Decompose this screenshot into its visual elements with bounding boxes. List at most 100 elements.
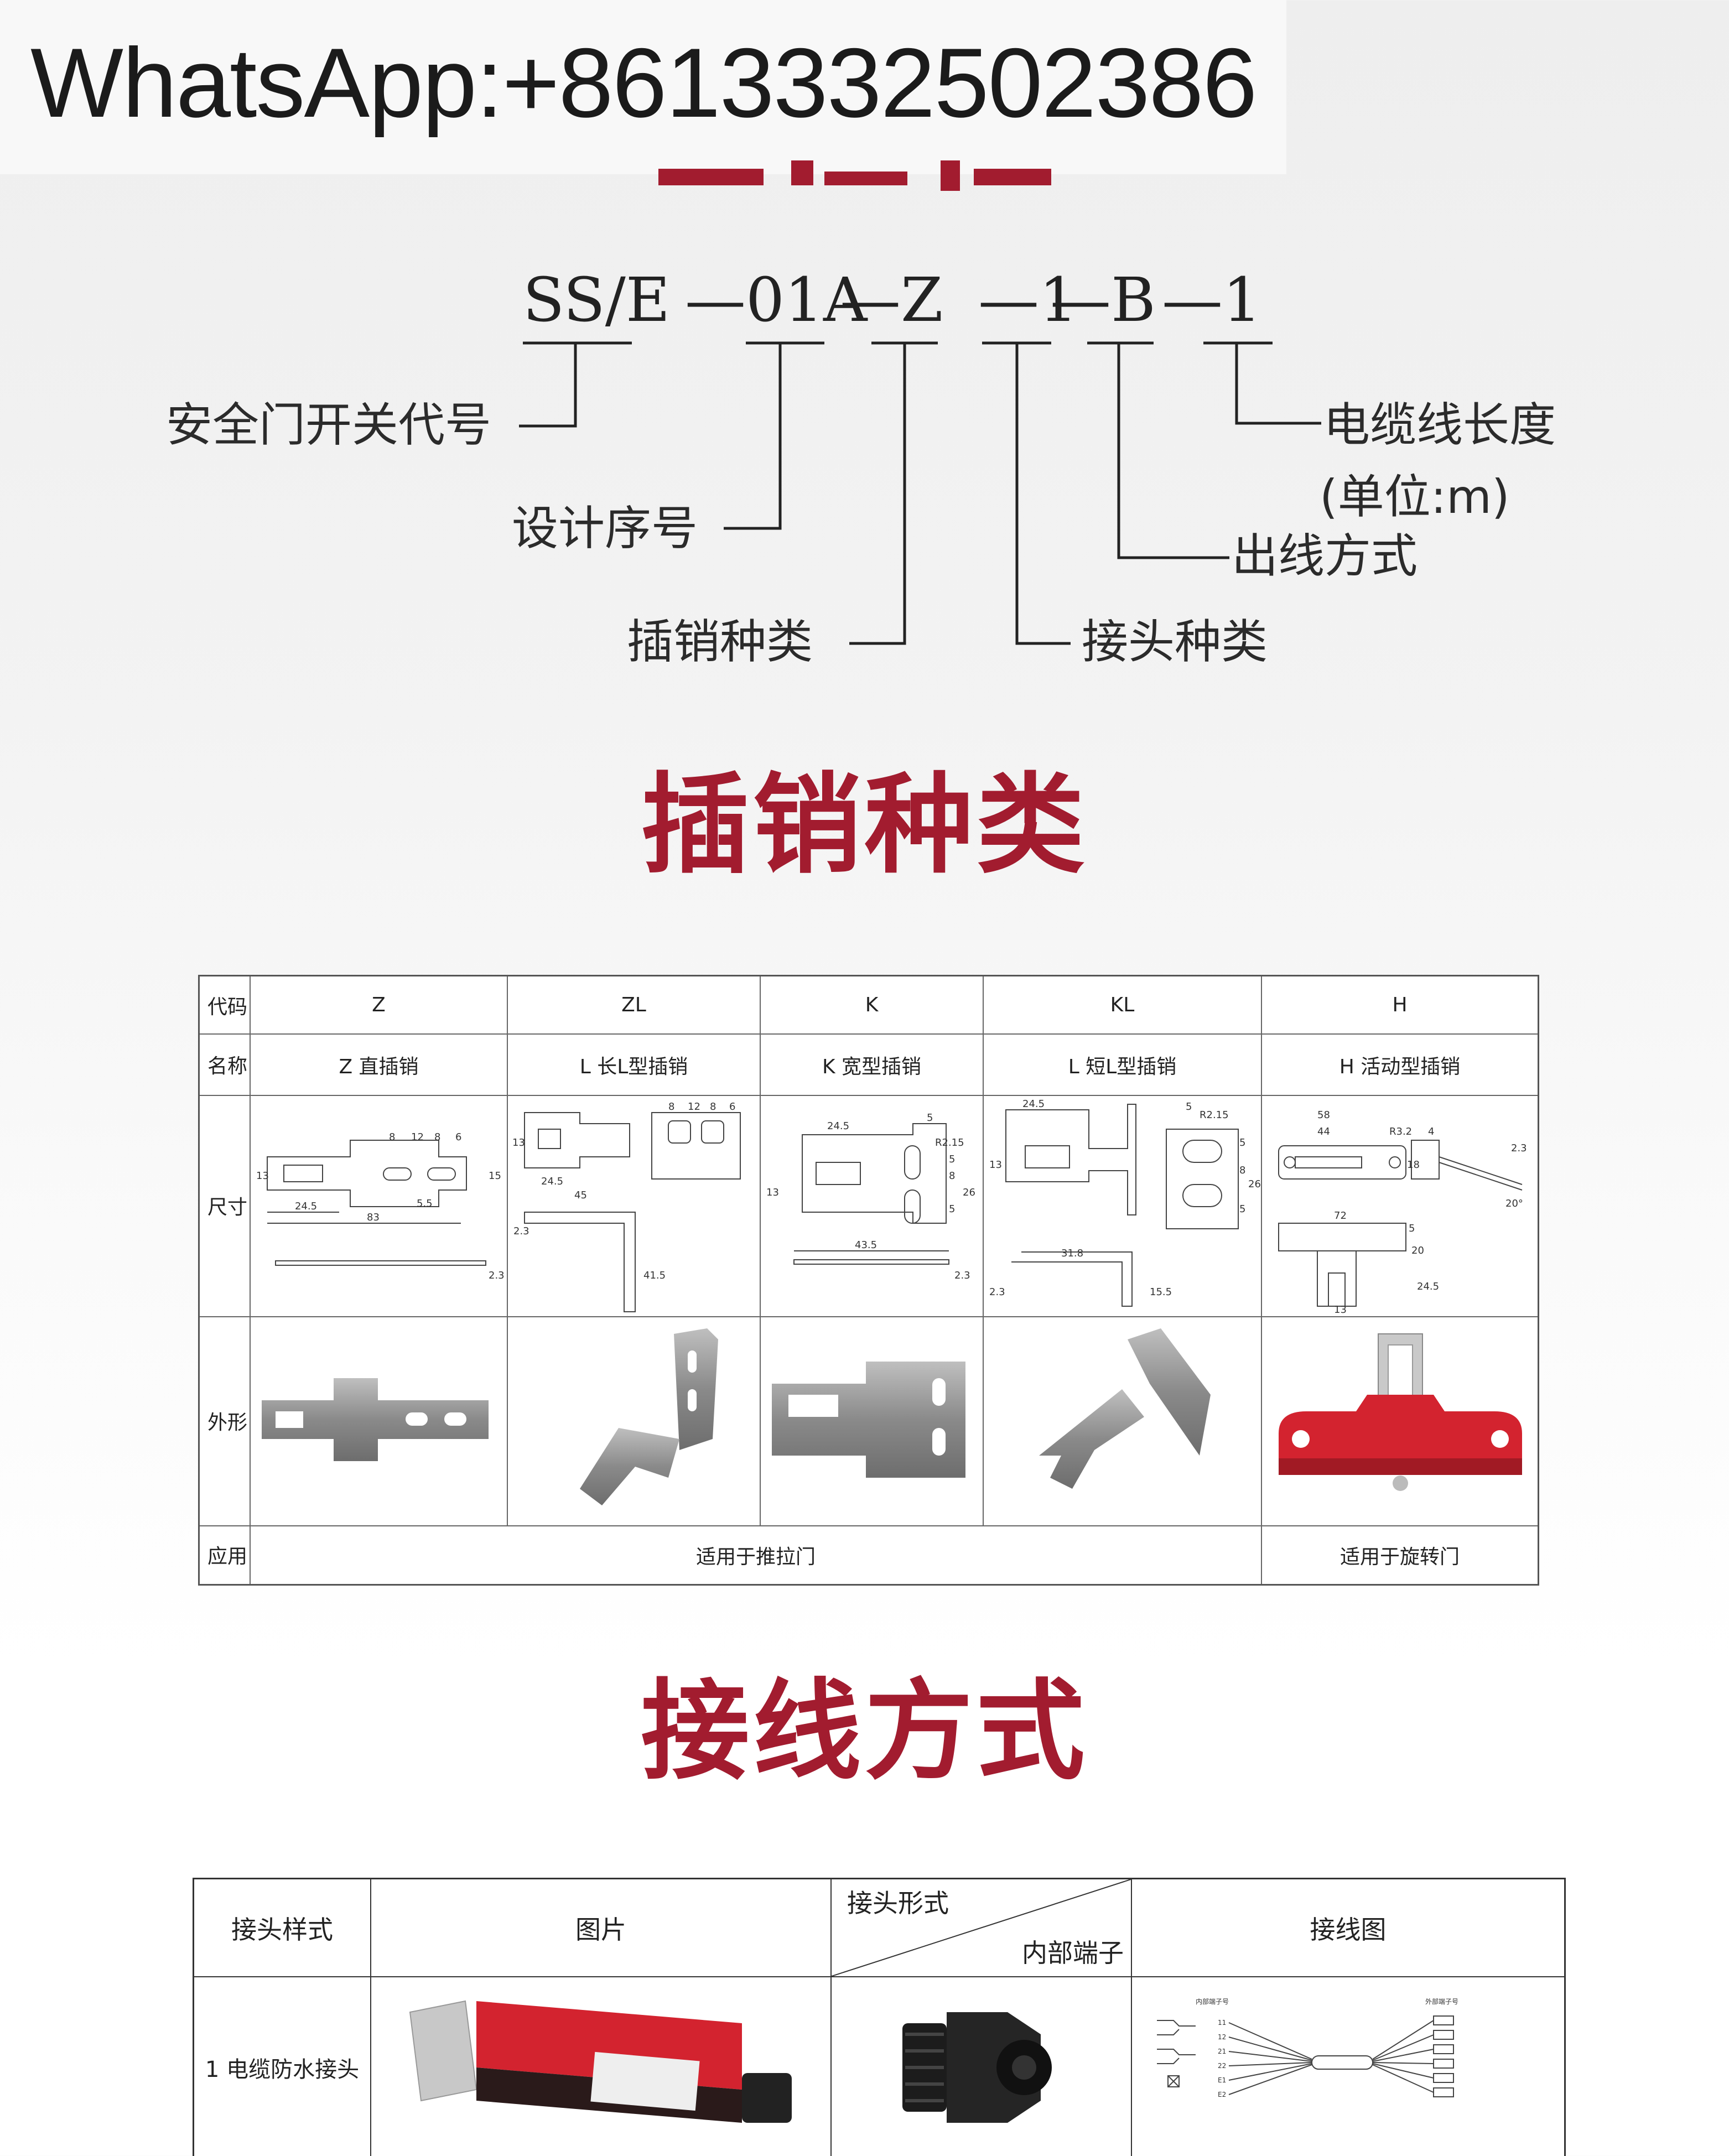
code-segment-connector: —1 (978, 264, 1078, 335)
wiring-terminal-0: 11 (1218, 2019, 1226, 2027)
photo-waterproof-connector (902, 2012, 1052, 2123)
pin-types-table: 代码 名称 尺寸 外形 应用 Z ZL K KL H Z 直插销 L 长L型插销… (198, 975, 1539, 1586)
pin-code-z: Z (372, 994, 386, 1016)
row-header-dimensions: 尺寸 (207, 1196, 248, 1219)
code-segment-length: —1 (1162, 264, 1261, 335)
label-connector-type: 接头种类 (1082, 615, 1268, 669)
label-switch-code: 安全门开关代号 (166, 398, 492, 452)
dim-k-5: 8 (949, 1170, 955, 1182)
dim-k-4: 5 (949, 1154, 955, 1165)
dimension-drawing-k: 5 24.5 R2.15 13 5 8 26 5 43.5 2.3 (766, 1112, 975, 1281)
dim-z-7: 24.5 (295, 1201, 317, 1212)
dim-k-7: 5 (949, 1203, 955, 1215)
pin-name-z: Z 直插销 (339, 1055, 419, 1078)
label-cable-length: 电缆线长度 (1323, 398, 1556, 452)
header-wiring-diagram: 接线图 (1310, 1914, 1387, 1945)
row-header-name: 名称 (207, 1054, 248, 1078)
row-header-code: 代码 (207, 995, 248, 1019)
dim-zl-6: 45 (574, 1189, 587, 1201)
section-title-wiring: 接线方式 (641, 1669, 1088, 1795)
wiring-diagram: 内部端子号 外部端子号 11 12 21 22 E1 E2 (1157, 1998, 1458, 2098)
pin-name-zl: L 长L型插销 (579, 1055, 688, 1078)
wiring-right-title: 外部端子号 (1425, 1998, 1458, 2006)
dim-z-1: 12 (411, 1131, 424, 1143)
photo-pin-kl (1039, 1328, 1211, 1489)
pin-code-zl: ZL (621, 994, 646, 1016)
code-segment-outlet: —B (1050, 264, 1156, 335)
pin-code-kl: KL (1110, 994, 1135, 1016)
pin-name-kl: L 短L型插销 (1068, 1055, 1177, 1078)
dim-h-10: 24.5 (1417, 1281, 1439, 1292)
dim-kl-9: 2.3 (989, 1286, 1005, 1298)
dim-k-2: R2.15 (935, 1137, 964, 1149)
wiring-table: 接头样式 图片 接头形式 内部端子 接线图 1 电缆防水接头 内部端子号 外部端… (193, 1878, 1566, 2156)
wiring-left-title: 内部端子号 (1196, 1998, 1229, 2006)
photo-pin-h (1279, 1333, 1522, 1491)
dim-z-3: 6 (455, 1131, 461, 1143)
dim-h-0: 58 (1317, 1109, 1330, 1121)
dim-kl-6: 26 (1248, 1178, 1261, 1190)
dim-zl-5: 24.5 (541, 1176, 563, 1187)
dim-h-6: 20° (1505, 1198, 1523, 1209)
dim-kl-0: 24.5 (1022, 1098, 1045, 1110)
dim-h-8: 5 (1409, 1223, 1415, 1234)
application-sliding-door: 适用于推拉门 (695, 1546, 816, 1568)
header-internal-terminal: 内部端子 (1022, 1938, 1124, 1968)
dim-h-2: R3.2 (1389, 1126, 1412, 1137)
whatsapp-contact: WhatsApp:+8613332502386 (30, 28, 1258, 138)
photo-pin-k (772, 1362, 965, 1478)
dim-z-9: 2.3 (489, 1270, 505, 1281)
dim-zl-2: 8 (710, 1101, 716, 1113)
row-header-appearance: 外形 (207, 1411, 248, 1434)
dim-h-4: 18 (1407, 1159, 1420, 1171)
label-pin-type: 插销种类 (627, 615, 813, 669)
dim-zl-3: 6 (729, 1101, 735, 1113)
dim-h-7: 72 (1334, 1210, 1347, 1222)
dim-zl-1: 12 (688, 1101, 700, 1113)
pin-name-k: K 宽型插销 (822, 1055, 922, 1078)
dimension-drawing-zl: 8 12 8 6 13 24.5 45 2.3 41.5 (512, 1101, 741, 1312)
watermark-banner (0, 0, 1286, 174)
dim-zl-8: 41.5 (643, 1270, 666, 1281)
dim-k-3: 13 (766, 1187, 779, 1198)
dim-kl-2: R2.15 (1200, 1109, 1229, 1121)
label-cable-unit: (单位:m) (1320, 470, 1510, 524)
dim-h-3: 4 (1428, 1126, 1434, 1137)
dim-k-0: 5 (927, 1112, 933, 1124)
row-label-cable-waterproof: 1 电缆防水接头 (205, 2057, 360, 2082)
wiring-terminal-3: 22 (1218, 2062, 1226, 2070)
dim-kl-7: 5 (1239, 1203, 1245, 1215)
wiring-terminal-5: E2 (1218, 2091, 1226, 2098)
dim-h-9: 20 (1411, 1245, 1424, 1256)
dim-k-1: 24.5 (827, 1120, 849, 1132)
pin-code-h: H (1392, 994, 1408, 1016)
row-header-application: 应用 (207, 1545, 248, 1568)
application-rotating-door: 适用于旋转门 (1339, 1546, 1460, 1568)
section-title-pin-types: 插销种类 (641, 762, 1088, 889)
dim-z-2: 8 (434, 1131, 440, 1143)
dim-zl-4: 13 (512, 1137, 525, 1149)
dim-k-9: 2.3 (954, 1270, 970, 1281)
dimension-drawing-z: 8 12 8 6 13 5.5 15 24.5 83 2.3 (256, 1131, 505, 1281)
header-diagonal (832, 1879, 1131, 1976)
photo-pin-z (262, 1378, 489, 1461)
code-callout-lines (519, 341, 1321, 645)
wiring-terminal-4: E1 (1218, 2076, 1226, 2084)
photo-pin-zl (580, 1328, 718, 1505)
dim-h-1: 44 (1317, 1126, 1330, 1137)
wiring-terminal-1: 12 (1218, 2033, 1226, 2041)
dim-z-6: 15 (489, 1170, 501, 1182)
dim-z-8: 83 (367, 1212, 380, 1223)
dim-zl-0: 8 (668, 1101, 674, 1113)
code-segment-design: —01A (685, 264, 868, 335)
dim-kl-1: 5 (1186, 1101, 1192, 1113)
label-design-no: 设计序号 (512, 501, 698, 555)
dim-kl-3: 13 (989, 1159, 1002, 1171)
code-segment-pin: —Z (840, 264, 943, 335)
dimension-drawing-kl: 24.5 5 R2.15 13 5 8 26 5 31.8 2.3 15.5 (989, 1098, 1261, 1307)
dimension-drawing-h: 58 44 R3.2 4 18 2.3 20° 72 5 20 24.5 13 (1278, 1109, 1527, 1316)
wiring-terminal-2: 21 (1218, 2048, 1226, 2055)
dim-kl-10: 15.5 (1150, 1286, 1172, 1298)
title-remnant-shape (658, 160, 1051, 191)
dim-z-0: 8 (389, 1131, 395, 1143)
